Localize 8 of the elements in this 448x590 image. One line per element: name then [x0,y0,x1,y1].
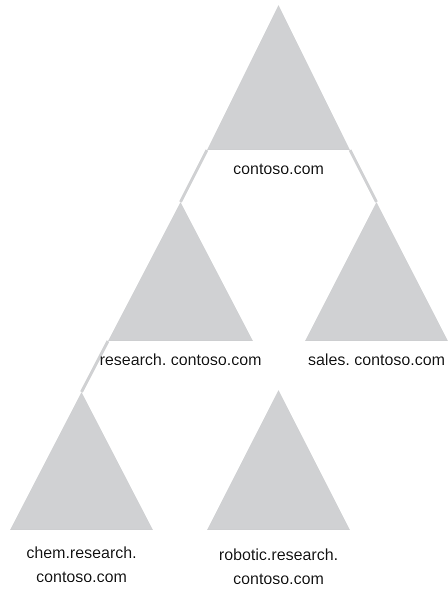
domain-name: robotic.research. contoso.com [218,546,340,590]
domain-name: sales. contoso.com [307,351,446,371]
connector-line [80,340,110,393]
domain-name: chem.research. contoso.com [25,544,138,588]
connector-line [179,149,208,203]
connector-line [348,149,378,203]
domain-name: contoso.com [232,160,325,180]
domain-name: research. contoso.com [98,351,262,371]
